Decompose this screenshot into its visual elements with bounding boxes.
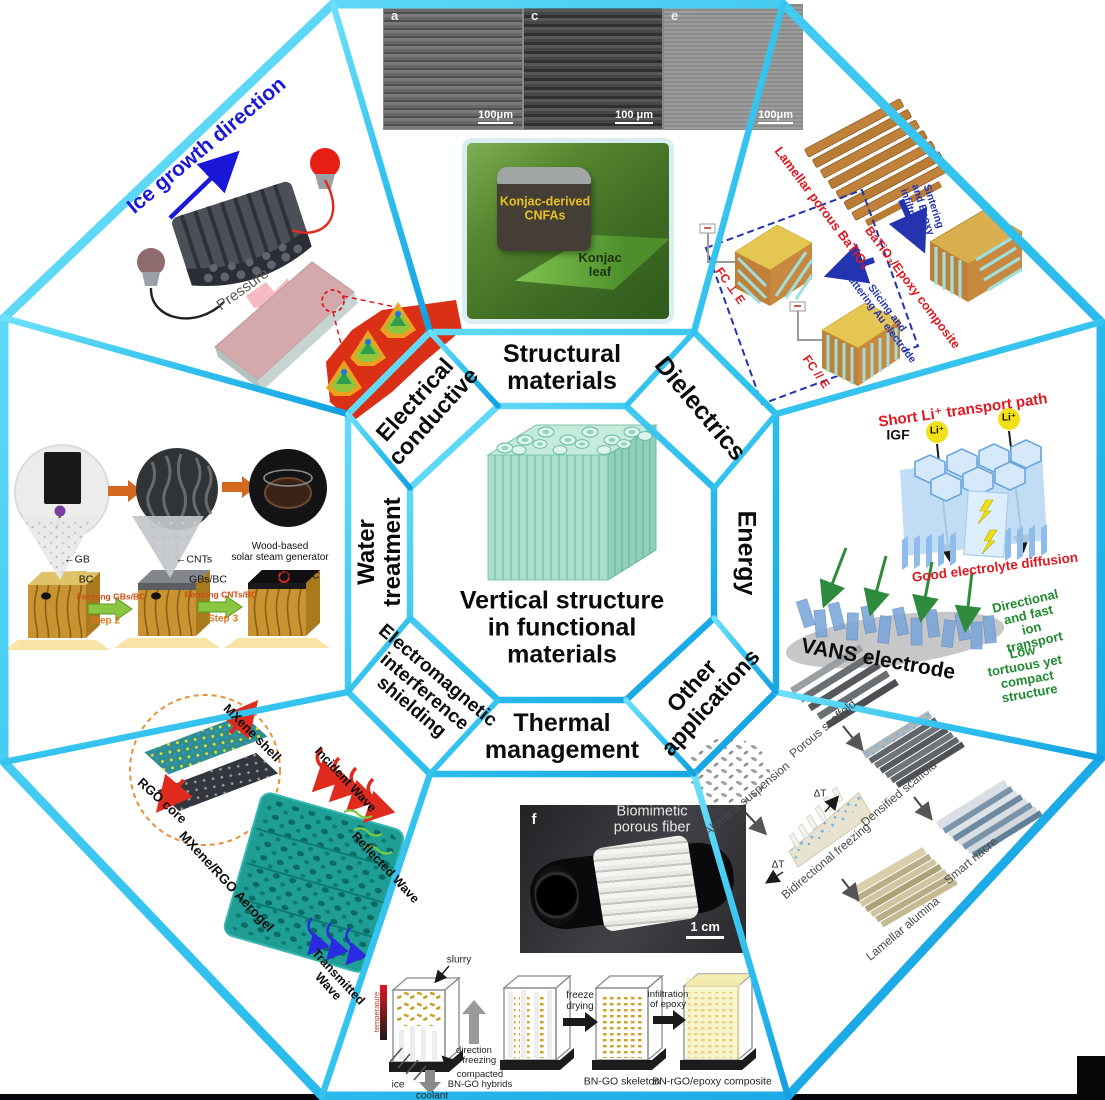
gb-label: ←GB	[64, 553, 90, 566]
scale-bar: 100 μm	[615, 109, 653, 124]
corner-block	[1077, 1056, 1105, 1100]
sector-label-water: Water treatment	[353, 497, 406, 607]
forming-gbs-label: Forming GBs/BC	[76, 591, 146, 602]
li-ion-label: Li⁺	[929, 425, 945, 437]
panel-letter: e	[671, 8, 679, 23]
fc-perp-capacitor-icon	[699, 223, 814, 306]
temperature-label: temperature	[371, 991, 381, 1033]
black-wire	[149, 287, 225, 320]
slurry-flakes	[396, 992, 442, 1026]
konjac-leaf-label: Konjac leaf	[578, 249, 622, 279]
unlit-bulb-icon	[137, 248, 165, 286]
cnts-label: ←CNTs	[175, 553, 213, 566]
sem-panel-e: e 100μm	[664, 5, 802, 129]
direction-label: direction of freezing	[451, 1044, 497, 1066]
sector-label-energy: Energy	[732, 510, 761, 596]
lit-bulb-icon	[310, 148, 340, 189]
compacted-label: compacted BN-GO hybrids	[447, 1068, 513, 1090]
center-title: Vertical structure in functional materia…	[459, 586, 665, 669]
wood-block-1-icon	[4, 518, 110, 650]
scale-bar: 100μm	[758, 109, 793, 124]
fiber-caption: Biomimetic porous fiber	[613, 803, 691, 835]
dt-arrow-left	[764, 869, 784, 884]
step2-label: Step 2	[89, 615, 121, 627]
vertical-tubes-cube-icon	[486, 424, 658, 581]
step3-label: Step 3	[207, 613, 239, 625]
sem-panel-a: a 100μm	[384, 5, 522, 129]
slurry-label: slurry	[446, 954, 472, 966]
freezing-direction-arrow-icon	[462, 1000, 486, 1044]
igf-label: IGF	[886, 426, 910, 443]
skeleton-label: BN-GO skeleton	[583, 1075, 661, 1088]
gbs-bc-label: GBs/BC	[189, 573, 227, 586]
cnfa-block-label: Konjac-derived CNFAs	[499, 194, 591, 222]
li-ion-label: Li⁺	[1001, 412, 1017, 424]
freeze-drying-label: freeze drying	[566, 990, 594, 1012]
infiltration-label: infiltration of epoxy	[647, 988, 689, 1010]
delta-t-label: ΔT	[813, 788, 827, 800]
panel-letter: a	[391, 8, 399, 23]
panel-letter: f	[531, 810, 537, 828]
bottom-trim	[0, 1094, 1105, 1100]
bc-label: BC	[78, 573, 94, 586]
fiber-coil-icon	[591, 834, 700, 933]
temperature-bar-icon	[380, 985, 387, 1040]
konjac-photo: Konjac-derived CNFAs Konjac leaf	[462, 138, 674, 324]
sector-label-structural: Structural materials	[502, 340, 622, 395]
sem-image-strip: a 100μm c 100 μm e 100μm	[383, 4, 803, 130]
honeycomb-framework-icon	[900, 439, 1047, 570]
scale-bar: 1 cm	[686, 919, 724, 939]
forming-cnts-label: Forming CNTs/BC	[184, 589, 258, 600]
cnfa-block-top	[497, 167, 591, 184]
cnts-bc-label: CNTs/BC	[276, 569, 320, 582]
scale-bar: 100μm	[478, 109, 513, 124]
freeze-drying-arrow-icon	[563, 1012, 598, 1032]
generator-label: Wood-based solar steam generator	[231, 541, 329, 563]
sector-label-thermal: Thermal management	[484, 709, 640, 764]
sem-panel-c: c 100 μm	[524, 5, 662, 129]
coolant-label: coolant	[415, 1090, 449, 1100]
infiltration-arrow-icon	[653, 1010, 686, 1030]
panel-letter: c	[531, 8, 539, 23]
steam-glass-photo-icon	[249, 449, 327, 527]
ice-label: ice	[391, 1079, 405, 1091]
tube-end-icon	[531, 862, 583, 928]
delta-t-label: ΔT	[771, 859, 785, 871]
bn-rgo-composite-label: BN-rGO/epoxy composite	[652, 1075, 772, 1088]
